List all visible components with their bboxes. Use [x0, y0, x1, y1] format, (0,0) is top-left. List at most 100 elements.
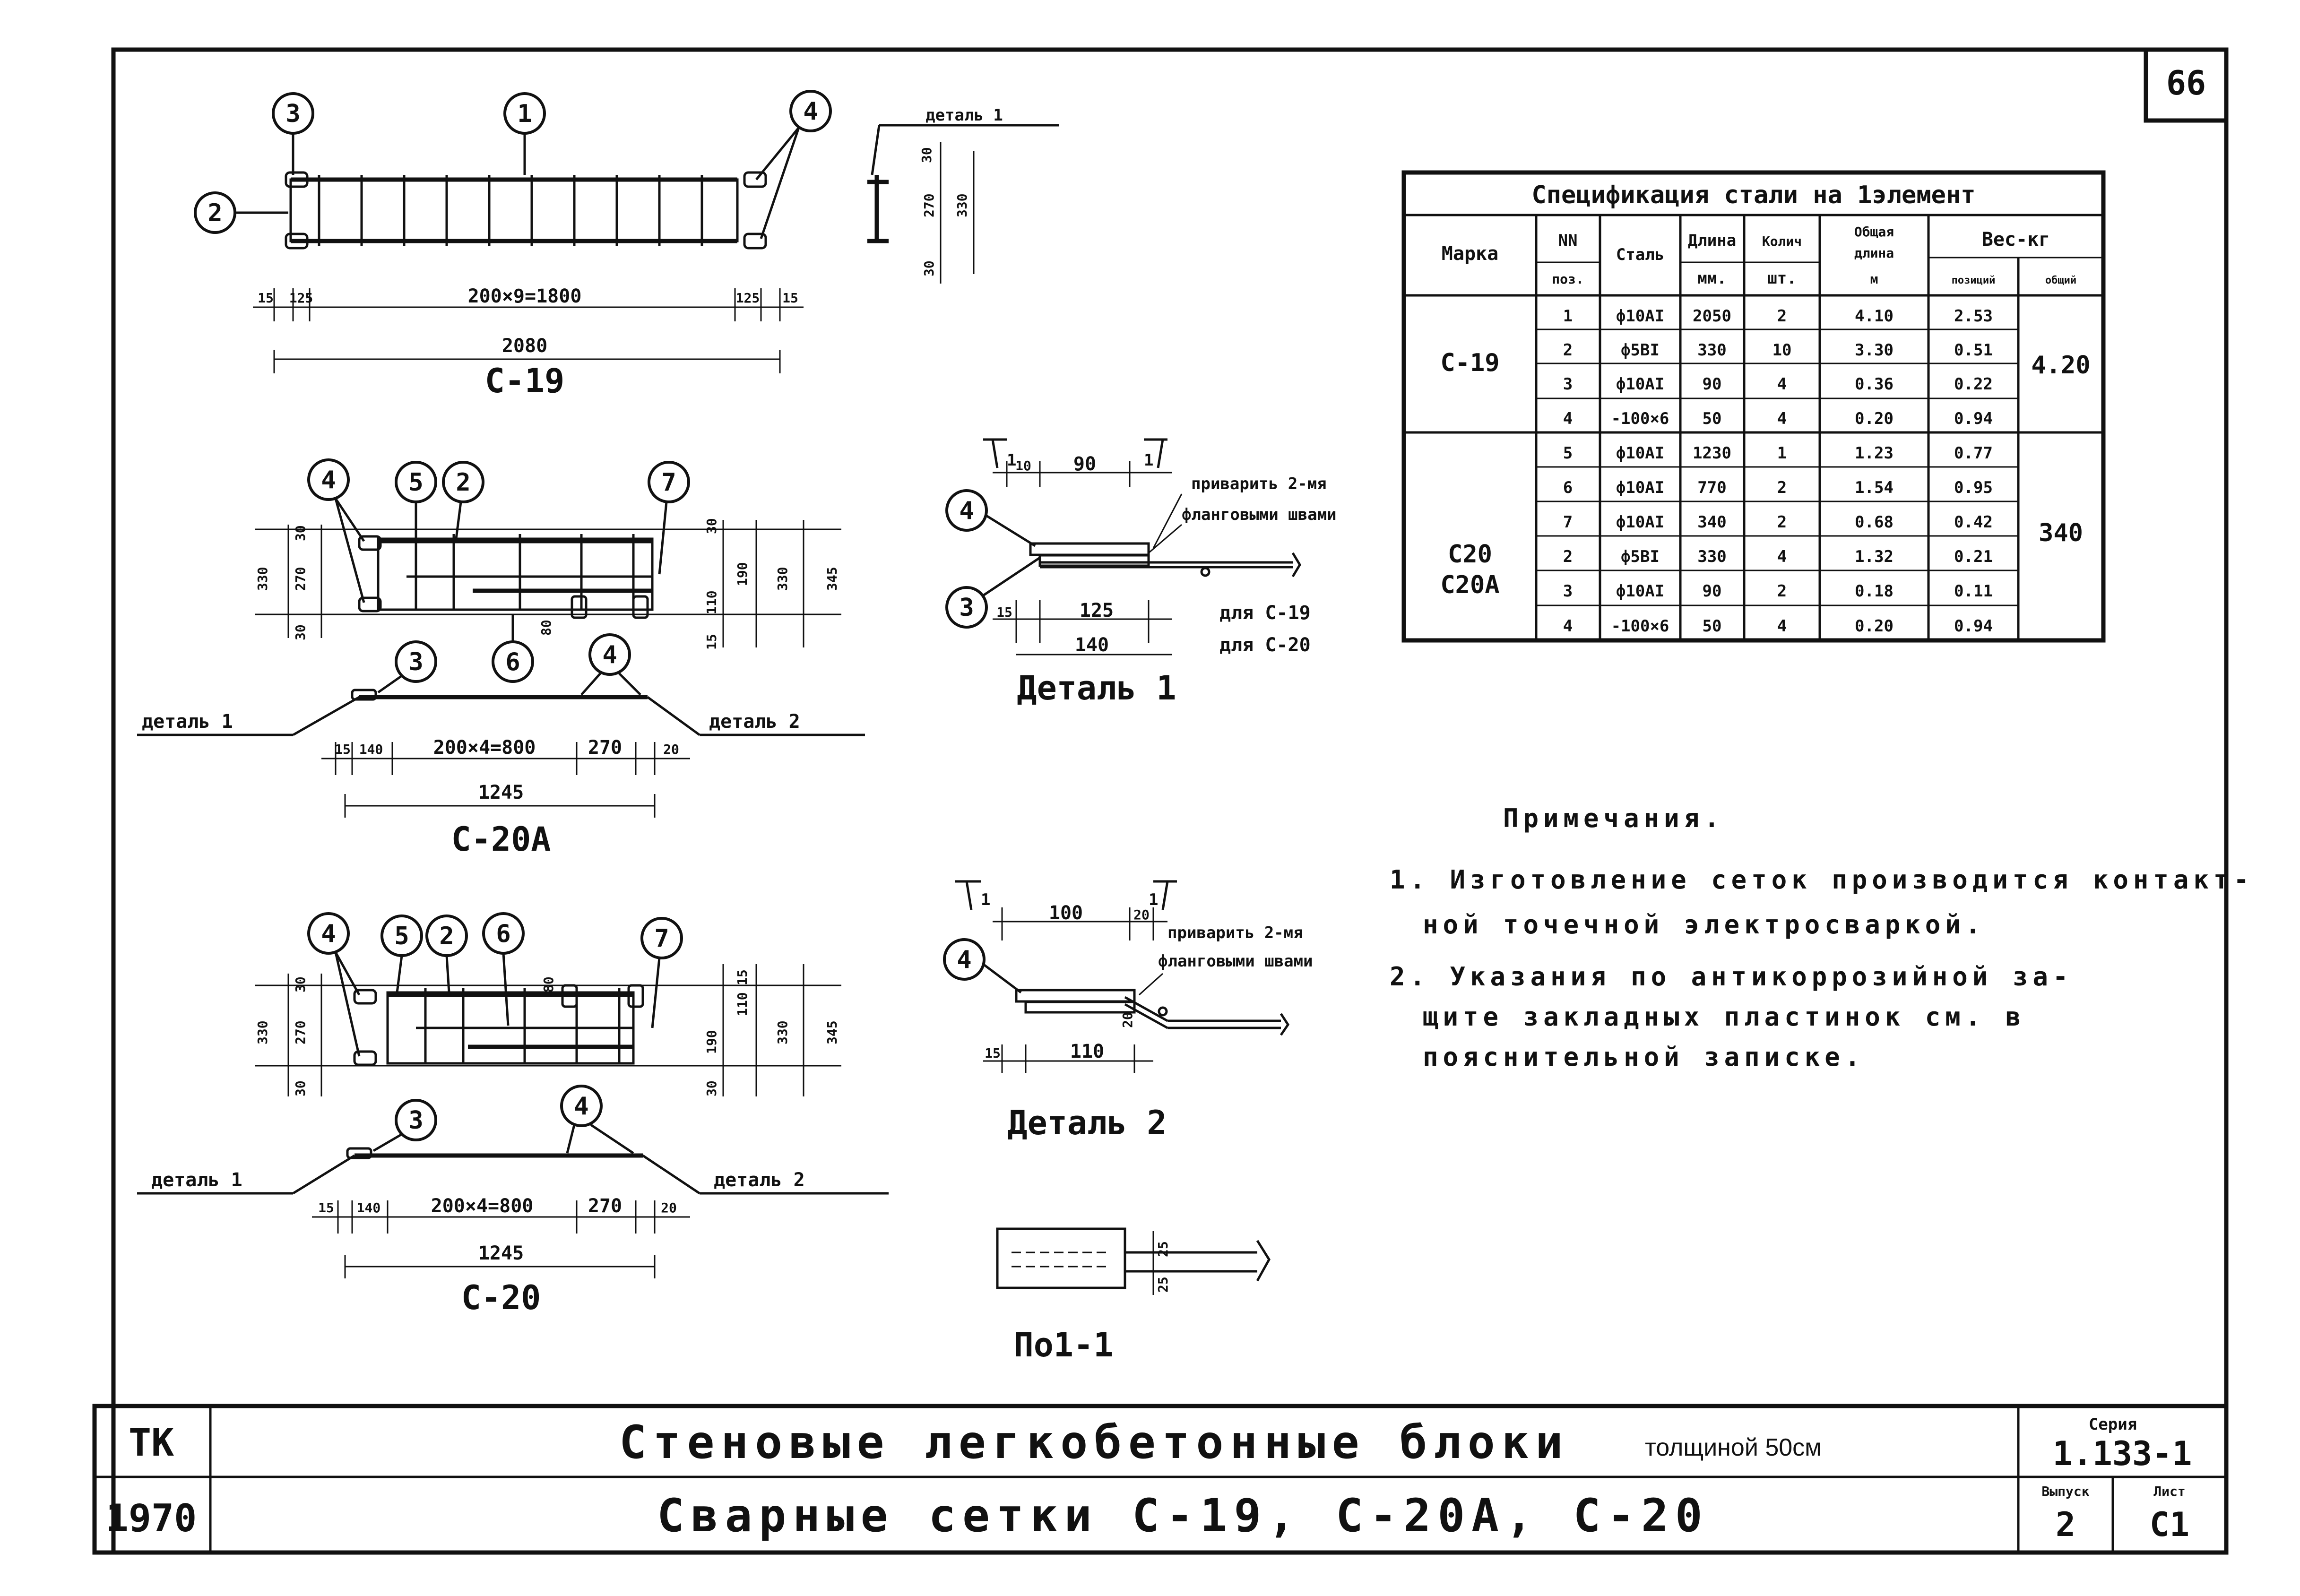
svg-text:1: 1 [1777, 444, 1787, 463]
svg-text:длина: длина [1854, 245, 1894, 261]
svg-text:4: 4 [602, 641, 617, 669]
svg-text:30: 30 [704, 1080, 719, 1096]
drawing-section-1-1: 25 25 По1-1 [996, 1227, 1271, 1364]
svg-text:0.94: 0.94 [1954, 617, 1993, 636]
svg-text:30: 30 [704, 518, 719, 534]
stamp-org: ТК [129, 1421, 174, 1465]
note-2-line1: 2. Указания по антикоррозийной за- [1390, 962, 2073, 992]
sheet-number: 66 [2166, 64, 2206, 103]
svg-text:Общая: Общая [1854, 224, 1894, 240]
svg-text:для С-20: для С-20 [1219, 634, 1311, 656]
svg-text:-100×6: -100×6 [1611, 617, 1669, 636]
svg-text:ф10АI: ф10АI [1616, 513, 1664, 532]
svg-text:30: 30 [921, 260, 937, 276]
svg-text:340: 340 [1697, 513, 1726, 532]
svg-text:6: 6 [1563, 478, 1573, 497]
svg-text:шт.: шт. [1767, 269, 1796, 288]
svg-text:110: 110 [1070, 1041, 1104, 1062]
svg-text:1.23: 1.23 [1855, 444, 1894, 463]
drawing-c20: 330 270 30 30 15 110 190 330 345 30 80 4… [137, 912, 889, 1317]
callout-c19-3 [272, 92, 314, 135]
svg-text:30: 30 [293, 1080, 308, 1096]
svg-text:ф5ВI: ф5ВI [1621, 341, 1660, 360]
svg-text:деталь 2: деталь 2 [709, 711, 800, 733]
svg-text:270: 270 [588, 1195, 622, 1217]
svg-text:общий: общий [2045, 275, 2076, 286]
note-1-line2: ной точечной электросваркой. [1423, 910, 1985, 940]
callout-c20a-4 [307, 458, 350, 501]
svg-text:6: 6 [496, 920, 510, 948]
svg-text:50: 50 [1703, 617, 1722, 636]
title-section: По1-1 [1014, 1326, 1114, 1364]
stamp-title: Стеновые легкобетонные блоки [619, 1416, 1569, 1469]
drawing-c19: 3 1 4 2 15 125 200×9=1800 125 15 2080 С-… [194, 90, 832, 400]
callout-c20a-4b [588, 633, 631, 676]
svg-text:270: 270 [293, 1020, 308, 1044]
svg-text:15: 15 [258, 290, 274, 306]
svg-text:125: 125 [289, 290, 313, 306]
label-c20a: С-20А [451, 820, 551, 859]
svg-text:15: 15 [704, 634, 719, 650]
svg-text:0.20: 0.20 [1855, 409, 1894, 428]
stamp-title-suffix: толщиной 50см [1645, 1434, 1822, 1461]
svg-text:30: 30 [293, 525, 308, 541]
svg-text:фланговыми швами: фланговыми швами [1158, 952, 1313, 971]
svg-text:10: 10 [1015, 458, 1031, 474]
svg-text:1: 1 [1144, 451, 1153, 470]
svg-text:2: 2 [1563, 547, 1573, 566]
svg-text:25: 25 [1155, 1277, 1171, 1293]
svg-text:0.36: 0.36 [1855, 375, 1894, 394]
svg-text:деталь 1: деталь 1 [151, 1169, 242, 1191]
title-detail1: Деталь 1 [1017, 669, 1176, 707]
drawing-c20a: 330 270 30 30 30 190 110 330 345 15 80 4… [137, 458, 865, 859]
svg-text:15: 15 [335, 742, 351, 757]
stamp-series: 1.133-1 [2052, 1434, 2192, 1473]
callout-detail1-3 [945, 586, 988, 629]
svg-text:С20: С20 [1448, 540, 1492, 569]
svg-text:200×4=800: 200×4=800 [431, 1195, 534, 1217]
svg-text:4: 4 [321, 920, 336, 948]
svg-text:15: 15 [782, 290, 798, 306]
svg-text:0.94: 0.94 [1954, 409, 1993, 428]
svg-text:NN: NN [1558, 231, 1578, 250]
svg-text:4.20: 4.20 [2031, 351, 2090, 380]
svg-text:20: 20 [663, 742, 679, 757]
svg-text:1.32: 1.32 [1855, 547, 1894, 566]
svg-text:110: 110 [735, 992, 750, 1016]
svg-text:3: 3 [1563, 582, 1573, 601]
svg-text:Лист: Лист [2153, 1484, 2185, 1499]
svg-text:ф10АI: ф10АI [1616, 478, 1664, 497]
svg-text:25: 25 [1155, 1241, 1171, 1257]
svg-text:2: 2 [208, 199, 222, 227]
svg-text:200×9=1800: 200×9=1800 [468, 285, 582, 307]
svg-text:330: 330 [775, 1020, 790, 1044]
svg-text:для С-19: для С-19 [1219, 602, 1311, 624]
svg-text:м: м [1870, 271, 1878, 287]
svg-text:20: 20 [1120, 1012, 1135, 1028]
svg-text:2: 2 [1777, 478, 1787, 497]
svg-text:20: 20 [661, 1200, 677, 1216]
svg-text:2: 2 [1777, 513, 1787, 532]
svg-text:20: 20 [1133, 907, 1150, 923]
svg-text:ф5ВI: ф5ВI [1621, 547, 1660, 566]
svg-text:15: 15 [996, 604, 1012, 620]
svg-text:1: 1 [517, 100, 532, 128]
svg-text:3.30: 3.30 [1855, 341, 1894, 360]
svg-text:4: 4 [803, 97, 818, 126]
svg-text:Серия: Серия [2089, 1415, 2137, 1434]
svg-text:125: 125 [1080, 600, 1114, 621]
drawing-detail2: 1 1 100 20 приварить 2-мя фланговыми шва… [943, 880, 1313, 1142]
spec-table-title: Спецификация стали на 1элемент [1531, 181, 1975, 209]
svg-text:2050: 2050 [1693, 307, 1731, 326]
svg-text:2: 2 [1563, 341, 1573, 360]
notes: Примечания. 1. Изготовление сеток произв… [1390, 803, 2249, 1072]
sheet-frame [111, 47, 2229, 1555]
svg-text:330: 330 [954, 193, 970, 217]
callout-c20-3 [395, 1099, 437, 1141]
svg-text:приварить 2-мя: приварить 2-мя [1191, 474, 1327, 493]
label-c19: С-19 [485, 362, 565, 400]
callout-c20a-3 [395, 640, 437, 683]
svg-text:270: 270 [588, 737, 622, 759]
svg-text:ф10АI: ф10АI [1616, 375, 1664, 394]
svg-text:1: 1 [1563, 307, 1573, 326]
